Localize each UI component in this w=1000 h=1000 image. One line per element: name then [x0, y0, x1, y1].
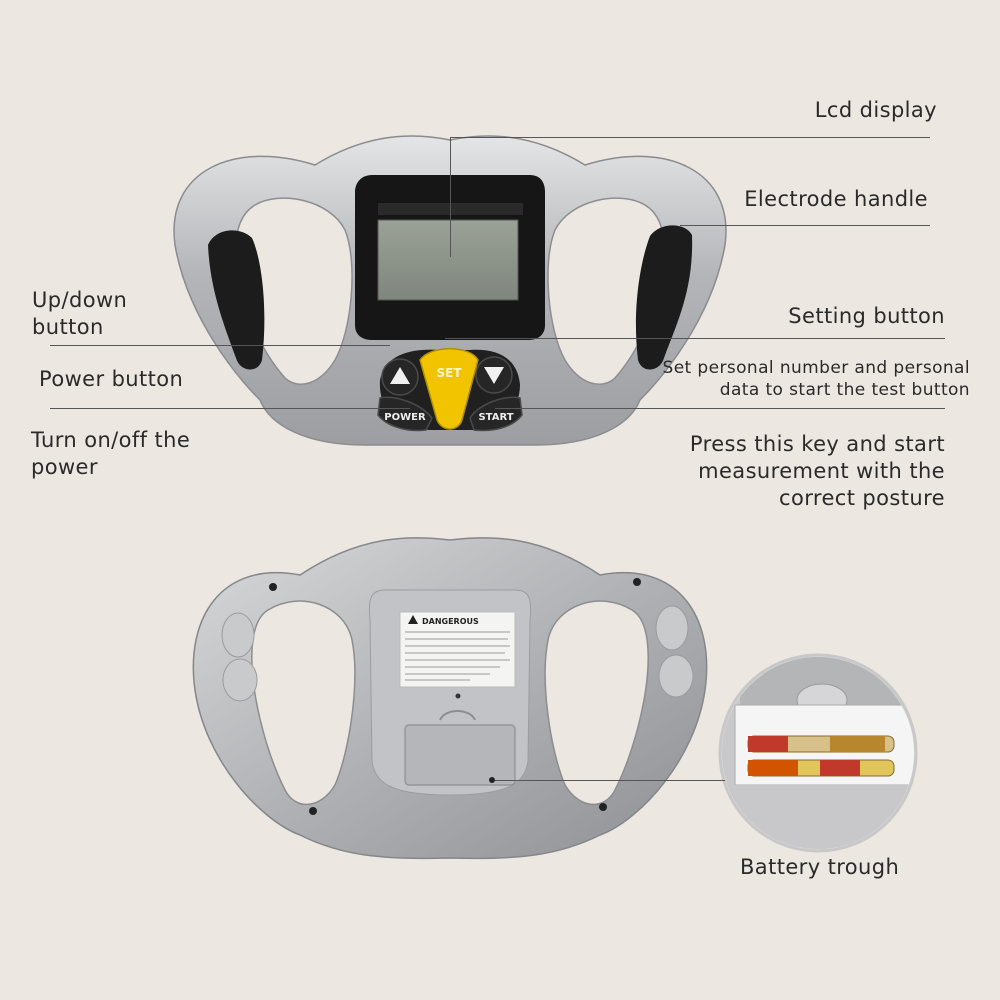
- leader-lcd: [450, 137, 930, 138]
- label-power-desc: Turn on/off the power: [31, 428, 191, 479]
- power-button[interactable]: [377, 396, 433, 432]
- label-battery-trough: Battery trough: [740, 855, 900, 879]
- leader-setting: [445, 338, 945, 339]
- up-arrow-icon: [390, 367, 410, 384]
- lcd-screen: [377, 219, 519, 301]
- down-arrow-icon: [484, 367, 504, 384]
- leader-electrode: [680, 225, 930, 226]
- back-left-hole: [251, 600, 356, 806]
- label-start-desc: Press this key and start measurement wit…: [689, 432, 945, 510]
- leader-start: [495, 408, 945, 409]
- label-electrode-handle: Electrode handle: [744, 187, 928, 211]
- label-power-button: Power button: [39, 367, 184, 391]
- start-label: START: [478, 412, 513, 423]
- label-setting-button: Setting button: [788, 304, 945, 328]
- leader-battery: [495, 780, 725, 781]
- label-lcd-display: Lcd display: [814, 98, 937, 122]
- label-up-down-button: Up/down button: [32, 288, 128, 339]
- sticker-title: DANGEROUS: [422, 617, 479, 626]
- power-label: POWER: [384, 412, 426, 423]
- left-electrode-grip: [208, 230, 265, 370]
- back-device: DANGEROUS: [192, 537, 708, 860]
- leader-power: [50, 408, 410, 409]
- battery-cover: [404, 724, 516, 786]
- back-right-hole: [544, 600, 649, 806]
- battery-zoom: [718, 653, 918, 853]
- leader-lcd-vertical: [450, 137, 451, 257]
- set-label: SET: [436, 366, 462, 380]
- right-electrode-grip: [635, 225, 693, 370]
- set-button[interactable]: [419, 348, 479, 430]
- label-setting-desc: Set personal number and personal data to…: [662, 358, 970, 400]
- leader-updown: [50, 345, 390, 346]
- start-button[interactable]: [469, 396, 523, 432]
